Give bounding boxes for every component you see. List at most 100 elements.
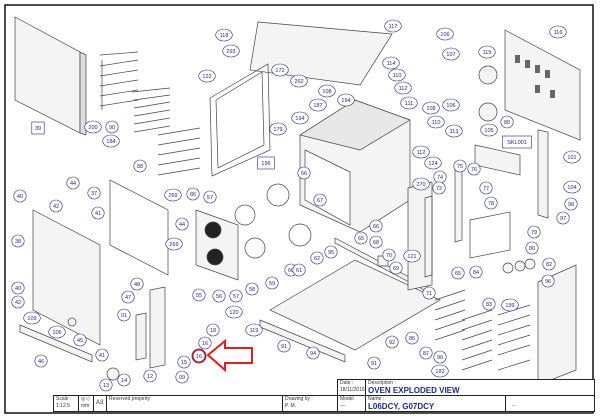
part-label-39: 39 (31, 121, 45, 135)
part-back-panel (504, 29, 581, 141)
part-label-42: 42 (49, 199, 63, 213)
part-label-09: 09 (175, 370, 189, 384)
part-label-107: 107 (442, 47, 460, 61)
label-text: 57 (233, 294, 239, 300)
label-text: 84 (473, 270, 479, 276)
part-label-61: 61 (292, 263, 306, 277)
part-label-269: 269 (164, 188, 182, 202)
label-callout (291, 111, 309, 125)
label-callout (245, 323, 263, 337)
date-cell: Date :18/11/2016 (337, 379, 366, 396)
part-label-47: 47 (121, 290, 135, 304)
label-text: 59 (269, 281, 275, 287)
label-callout (245, 282, 259, 296)
label-text: 40 (15, 286, 21, 292)
label-text: 15 (181, 360, 187, 366)
part-label-15: 15 (177, 355, 191, 369)
label-text: 95 (328, 250, 334, 256)
label-callout (412, 145, 430, 159)
label-text: 42 (53, 204, 59, 210)
label-callout (143, 369, 157, 383)
label-callout (297, 166, 311, 180)
label-text: 88 (137, 164, 143, 170)
reserved-label: Reserved property (109, 396, 151, 402)
label-text: 83 (486, 302, 492, 308)
part-vents (515, 55, 555, 98)
part-spring (106, 367, 120, 381)
part-label-40: 40 (13, 189, 27, 203)
part-label-41: 41 (95, 348, 109, 362)
name-value: L06DCY, G07DCY (368, 402, 435, 411)
label-text: 120 (229, 310, 238, 316)
part-label-90: 90 (433, 350, 447, 364)
label-text: 91 (371, 361, 377, 367)
label-text: 86 (190, 192, 196, 198)
label-callout (445, 124, 463, 138)
model-cell: Model--- (337, 395, 366, 412)
label-callout (306, 346, 320, 360)
label-callout (424, 156, 442, 170)
part-label-106: 106 (48, 325, 66, 339)
label-text: 106 (440, 32, 449, 38)
label-callout (480, 123, 498, 137)
label-text: 187 (313, 103, 322, 109)
label-text: 71 (426, 291, 432, 297)
part-label-76: 76 (467, 162, 481, 176)
label-callout (11, 281, 25, 295)
label-text: 48 (134, 282, 140, 288)
label-callout (102, 134, 120, 148)
part-label-106: 106 (442, 98, 460, 112)
label-callout (277, 339, 291, 353)
units-value: mm (81, 403, 90, 409)
part-label-87: 87 (419, 346, 433, 360)
label-callout (130, 277, 144, 291)
part-label-57: 57 (229, 289, 243, 303)
drawing-by-cell: Drawing by :P. M. (282, 395, 338, 412)
label-text: 86 (409, 336, 415, 342)
label-text: 76 (471, 167, 477, 173)
label-callout (451, 266, 465, 280)
label-text: 41 (95, 211, 101, 217)
part-label-40: 40 (11, 281, 25, 295)
label-text: 55 (196, 293, 202, 299)
part-label-95: 95 (324, 245, 338, 259)
part-relay (502, 262, 514, 274)
part-label-38: 38 (11, 234, 25, 248)
label-text: 47 (125, 295, 131, 301)
label-text: 79 (531, 230, 537, 236)
part-label-270: 270 (412, 177, 430, 191)
label-callout (257, 156, 275, 170)
label-callout (337, 93, 355, 107)
label-text: 119 (250, 328, 259, 334)
part-label-80: 80 (500, 115, 514, 129)
label-callout (13, 189, 27, 203)
part-label-SKL001: SKL001 (502, 135, 532, 149)
label-callout (556, 211, 570, 225)
label-text: 105 (484, 128, 493, 134)
arrow-left-icon (206, 338, 253, 373)
part-label-179: 179 (269, 122, 287, 136)
label-text: 69 (393, 266, 399, 272)
label-callout (400, 96, 418, 110)
label-text: 62 (314, 256, 320, 262)
part-bracket (469, 211, 511, 259)
label-text: 113 (450, 129, 459, 135)
label-text: 12 (147, 374, 153, 380)
label-text: 194 (341, 98, 350, 104)
part-label-194: 194 (337, 93, 355, 107)
part-label-110: 110 (388, 68, 406, 82)
label-callout (66, 176, 80, 190)
label-callout (412, 177, 430, 191)
label-text: 108 (322, 89, 331, 95)
part-label-112: 112 (412, 145, 430, 159)
part-label-114: 114 (382, 56, 400, 70)
label-callout (269, 122, 287, 136)
reserved-cell: Reserved property (106, 395, 283, 412)
label-callout (382, 248, 396, 262)
label-callout (87, 186, 101, 200)
label-text: 90 (437, 355, 443, 361)
label-text: 77 (483, 186, 489, 192)
label-callout (525, 241, 539, 255)
label-text: 13 (103, 383, 109, 389)
scale-cell: Scale :1:12.5 (53, 395, 79, 412)
